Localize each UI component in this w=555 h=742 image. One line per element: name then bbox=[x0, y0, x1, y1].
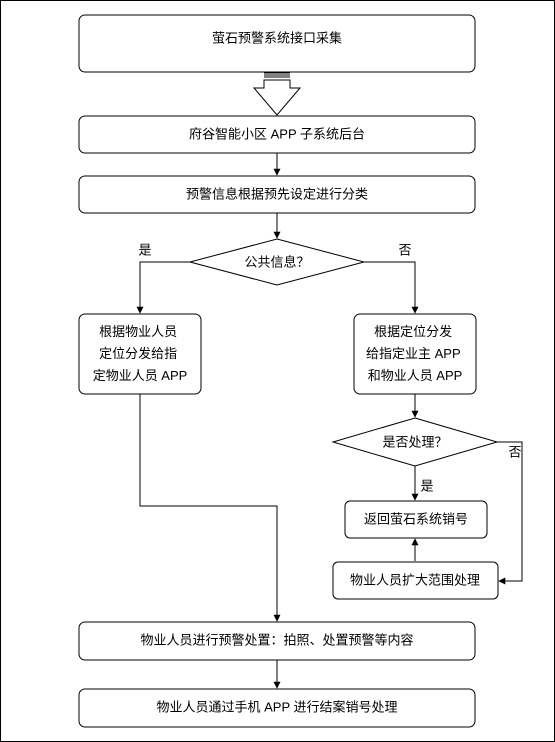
edge-staff-handle bbox=[139, 394, 281, 622]
owner-dispatch-line-1: 根据定位分发 bbox=[374, 324, 452, 339]
owner-dispatch-line-2: 给指定业主 APP bbox=[366, 346, 460, 361]
public-decision-label: 公共信息？ bbox=[244, 254, 309, 269]
edge-public-yes bbox=[136, 261, 190, 314]
no-side-label: 否 bbox=[508, 444, 521, 459]
owner-dispatch-line-3: 和物业人员 APP bbox=[368, 368, 463, 383]
handle-alert-label: 物业人员进行预警处置：拍照、处置预警等内容 bbox=[140, 632, 413, 647]
staff-dispatch-line-3: 定物业人员 APP bbox=[93, 368, 188, 383]
classify-label: 预警信息根据预先设定进行分类 bbox=[186, 186, 368, 201]
return-cancel-box bbox=[344, 500, 488, 539]
close-case-label: 物业人员通过手机 APP 进行结案销号处理 bbox=[156, 699, 397, 714]
edge-handled-no bbox=[497, 441, 523, 585]
backend-label: 府谷智能小区 APP 子系统后台 bbox=[189, 126, 365, 141]
yes-left-label: 是 bbox=[138, 242, 151, 257]
staff-dispatch-line-2: 定位分发给指 bbox=[99, 346, 177, 361]
public-decision bbox=[188, 238, 366, 286]
staff-dispatch-label: 根据物业人员 定位分发给指 定物业人员 APP bbox=[93, 324, 188, 383]
staff-dispatch-line-1: 根据物业人员 bbox=[99, 324, 177, 339]
collect-label: 萤石预警系统接口采集 bbox=[212, 30, 342, 45]
handled-decision-label: 是否处理？ bbox=[382, 434, 447, 449]
close-case-box bbox=[78, 688, 476, 728]
owner-dispatch-label: 根据定位分发 给指定业主 APP 和物业人员 APP bbox=[366, 324, 464, 383]
expand-label: 物业人员扩大范围处理 bbox=[350, 572, 480, 587]
no-right-label: 否 bbox=[398, 242, 411, 257]
expand-box bbox=[332, 561, 499, 600]
edge-public-no bbox=[364, 261, 419, 314]
hollow-down-arrow bbox=[252, 72, 302, 116]
return-cancel-label: 返回萤石系统销号 bbox=[364, 511, 468, 526]
yes-down-label: 是 bbox=[420, 478, 433, 493]
collect-box bbox=[78, 14, 476, 73]
